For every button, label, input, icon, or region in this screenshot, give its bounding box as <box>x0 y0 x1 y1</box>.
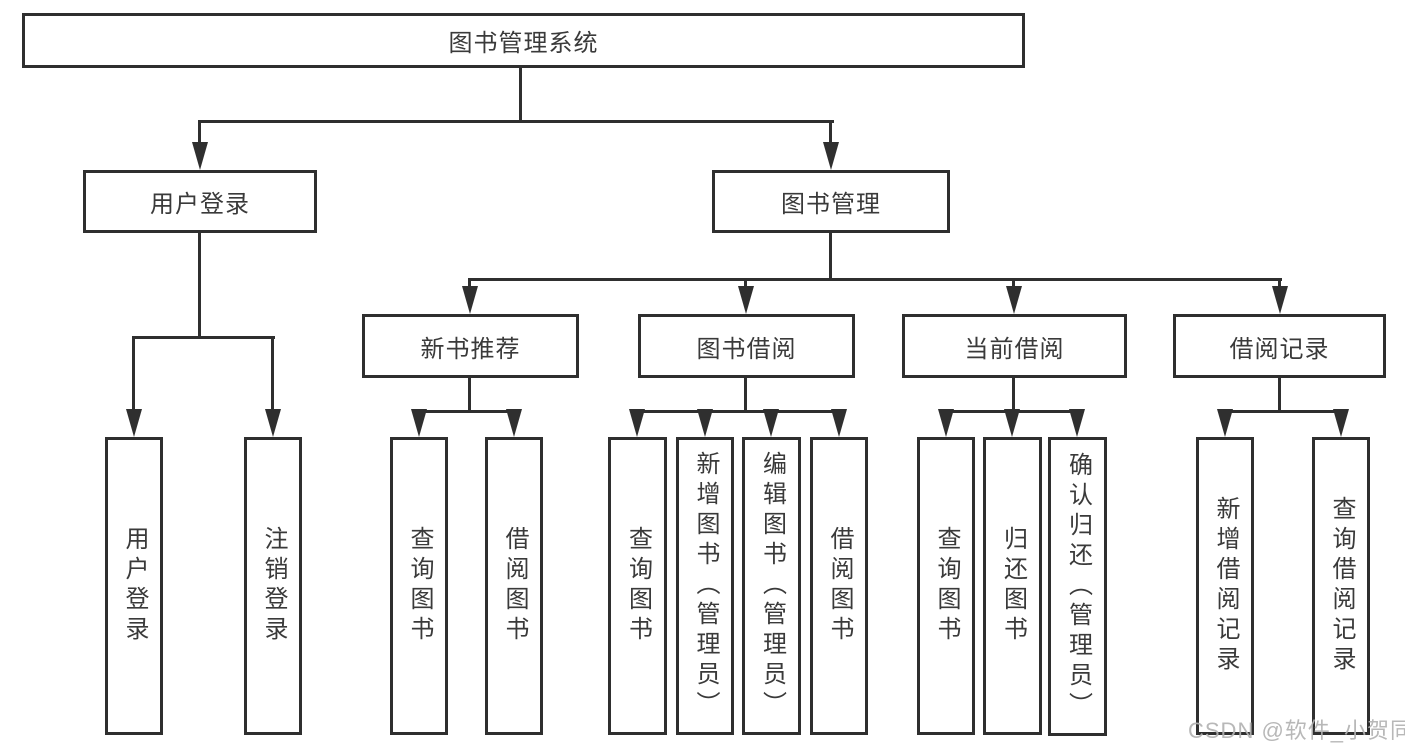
node-user-login: 用户登录 <box>83 170 317 233</box>
connector-new-books-branch <box>417 410 516 413</box>
connector-level3-branch <box>468 278 1282 281</box>
leaf-borrow-books-label: 借阅图书 <box>826 526 853 646</box>
arrow-down-icon <box>126 409 142 437</box>
arrow-down-icon <box>763 409 779 437</box>
leaf-query-books-current: 查询图书 <box>917 437 975 735</box>
node-new-book-recommend: 新书推荐 <box>362 314 579 378</box>
arrow-down-icon <box>629 409 645 437</box>
leaf-query-borrow-record-label: 查询借阅记录 <box>1328 496 1355 676</box>
arrow-down-icon <box>1272 286 1288 314</box>
connector-stem-current-borrow <box>1012 281 1015 290</box>
arrow-down-icon <box>697 409 713 437</box>
leaf-borrow-books-recommend: 借阅图书 <box>485 437 543 735</box>
connector-borrow-records-branch <box>1223 410 1343 413</box>
connector-borrow-records-down <box>1278 378 1281 413</box>
node-user-login-label: 用户登录 <box>150 191 250 218</box>
leaf-confirm-return-admin: 确认归还（管理员） <box>1048 437 1107 736</box>
leaf-add-books-admin-label: 新增图书（管理员） <box>692 451 719 721</box>
arrow-down-icon <box>411 409 427 437</box>
connector-user-login-stem <box>198 233 201 339</box>
leaf-edit-books-admin: 编辑图书（管理员） <box>742 437 801 735</box>
node-book-management: 图书管理 <box>712 170 950 233</box>
arrow-down-icon <box>938 409 954 437</box>
leaf-add-books-admin: 新增图书（管理员） <box>676 437 734 735</box>
leaf-query-books-recommend-label: 查询图书 <box>406 526 433 646</box>
connector-new-books-down <box>468 378 471 413</box>
arrow-down-icon <box>1333 409 1349 437</box>
node-root-label: 图书管理系统 <box>448 30 599 57</box>
connector-stem-book-borrow <box>744 281 747 290</box>
leaf-query-books-borrowing-label: 查询图书 <box>624 526 652 646</box>
node-borrow-records: 借阅记录 <box>1173 314 1386 378</box>
arrow-down-icon <box>462 286 478 314</box>
node-book-borrowing-label: 图书借阅 <box>696 335 797 363</box>
leaf-borrow-books-recommend-label: 借阅图书 <box>501 526 528 646</box>
arrow-down-icon <box>831 409 847 437</box>
arrow-down-icon <box>265 409 281 437</box>
arrow-down-icon <box>1069 409 1085 437</box>
arrow-down-icon <box>823 142 839 170</box>
connector-stem-new-books <box>468 281 471 290</box>
connector-root-stem <box>519 68 522 123</box>
arrow-down-icon <box>1006 286 1022 314</box>
node-book-borrowing: 图书借阅 <box>638 314 855 378</box>
connector-book-borrow-down <box>744 378 747 413</box>
csdn-watermark: CSDN @软件_小贺同学 <box>1188 718 1405 743</box>
connector-stem-leaf-login <box>132 339 135 411</box>
leaf-add-borrow-record-label: 新增借阅记录 <box>1212 496 1239 676</box>
arrow-down-icon <box>506 409 522 437</box>
arrow-down-icon <box>1004 409 1020 437</box>
node-borrow-records-label: 借阅记录 <box>1229 335 1330 363</box>
node-new-book-recommend-label: 新书推荐 <box>420 335 521 363</box>
node-current-borrowing: 当前借阅 <box>902 314 1127 378</box>
leaf-user-login-label: 用户登录 <box>121 526 148 646</box>
connector-book-borrow-branch <box>635 410 841 413</box>
leaf-query-books-current-label: 查询图书 <box>933 526 960 646</box>
leaf-borrow-books: 借阅图书 <box>810 437 868 735</box>
arrow-down-icon <box>1217 409 1233 437</box>
arrow-down-icon <box>738 286 754 314</box>
connector-stem-book-mgmt <box>829 123 832 147</box>
connector-stem-leaf-logout <box>271 339 274 411</box>
leaf-query-borrow-record: 查询借阅记录 <box>1312 437 1370 735</box>
leaf-return-books-label: 归还图书 <box>999 526 1027 646</box>
leaf-logout: 注销登录 <box>244 437 302 735</box>
arrow-down-icon <box>192 142 208 170</box>
leaf-add-borrow-record: 新增借阅记录 <box>1196 437 1254 735</box>
connector-current-borrow-down <box>1012 378 1015 413</box>
leaf-confirm-return-admin-label: 确认归还（管理员） <box>1064 451 1092 722</box>
leaf-logout-label: 注销登录 <box>260 526 287 646</box>
connector-stem-user-login <box>198 123 201 147</box>
leaf-edit-books-admin-label: 编辑图书（管理员） <box>758 451 786 721</box>
connector-book-mgmt-stem <box>829 233 832 281</box>
leaf-query-books-recommend: 查询图书 <box>390 437 448 735</box>
leaf-query-books-borrowing: 查询图书 <box>608 437 667 735</box>
leaf-user-login: 用户登录 <box>105 437 163 735</box>
node-current-borrowing-label: 当前借阅 <box>964 335 1065 363</box>
leaf-return-books: 归还图书 <box>983 437 1042 735</box>
connector-level2-branch <box>198 120 834 123</box>
node-book-management-label: 图书管理 <box>781 191 881 218</box>
connector-stem-borrow-records <box>1278 281 1281 290</box>
connector-user-login-branch <box>132 336 275 339</box>
node-root-system: 图书管理系统 <box>22 13 1025 68</box>
